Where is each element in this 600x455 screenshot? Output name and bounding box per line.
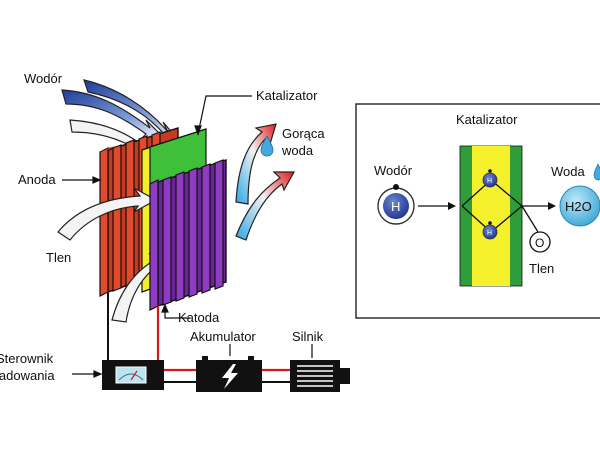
oxygen-label: Tlen [46, 250, 71, 265]
hot-water-arrows [235, 123, 296, 241]
water-molecule-icon [559, 185, 600, 227]
charge-controller [102, 360, 164, 390]
water-drop-icon [260, 135, 274, 157]
proton-upper-symbol: H [487, 178, 492, 185]
inset-title: Katalizator [456, 112, 518, 127]
cathode-label: Katoda [178, 310, 220, 325]
hot-label-line1: Gorąca [282, 126, 325, 141]
proton-upper-icon [482, 172, 498, 188]
proton-lower-icon [482, 224, 498, 240]
hot-label-line2: woda [281, 143, 314, 158]
lightning-icon [222, 364, 238, 389]
hydrogen-atom-symbol: H [391, 199, 400, 214]
catalyst-label: Katalizator [256, 88, 318, 103]
hydrogen-label: Wodór [24, 71, 63, 86]
inset-oxygen-label: Tlen [529, 261, 554, 276]
catalyst-inset: Katalizator H Wodór H H O Tlen H2O Woda [355, 103, 600, 319]
inset-water-drop-icon [593, 163, 600, 181]
circuit-wires [107, 292, 290, 383]
water-molecule-symbol: H2O [565, 199, 592, 214]
controller-label-line2: ładowania [0, 368, 55, 383]
battery-label: Akumulator [190, 329, 256, 344]
controller-label-line1: Sterownik [0, 351, 54, 366]
callout-lines [62, 95, 313, 378]
oxygen-atom-icon [529, 231, 551, 253]
anode-label: Anoda [18, 172, 56, 187]
oxygen-atom-symbol: O [535, 236, 544, 250]
cathode-plate [149, 159, 227, 311]
motor [290, 360, 350, 392]
inset-hydrogen-label: Wodór [374, 163, 413, 178]
battery [196, 356, 262, 392]
motor-label: Silnik [292, 329, 324, 344]
proton-lower-symbol: H [487, 230, 492, 237]
inset-water-label: Woda [551, 164, 585, 179]
